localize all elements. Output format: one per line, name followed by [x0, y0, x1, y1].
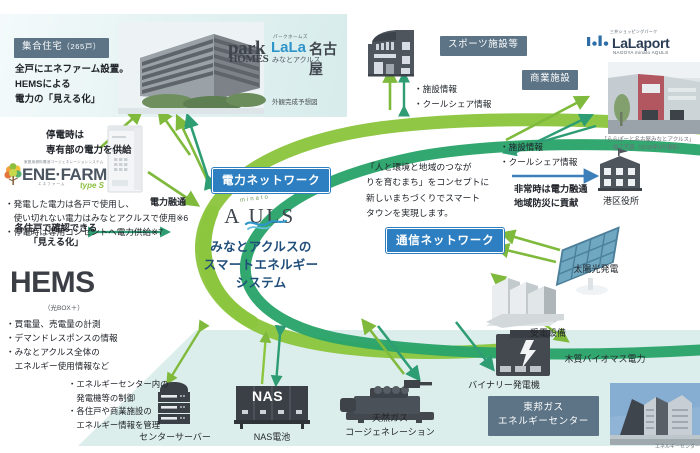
power-receiving-label: 受電設備: [529, 328, 566, 338]
park-homes-logo-lala: LaLa: [271, 39, 307, 56]
energy-center-badge: 東邦ガス エネルギーセンター: [488, 396, 599, 436]
gas-cogeneration-label: 天然ガス コージェネレーション: [345, 413, 435, 437]
solar-power-icon: [555, 226, 620, 295]
energy-center-photo-caption: エネルギーセンター: [654, 444, 700, 450]
ene-farm-logo-type: type S: [80, 181, 105, 190]
hems-title: HEMS: [10, 266, 95, 299]
concept-text: 「人と環境と地域のつなが りを育むまち」をコンセプトに 新しいまちづくりでスマー…: [366, 162, 490, 219]
park-homes-logo-nagoya: 名古屋: [309, 41, 337, 77]
power-network-badge: 電力ネットワーク: [212, 168, 331, 193]
energy-center-photo: [610, 383, 700, 445]
power-share-label: 電力融通: [150, 197, 187, 207]
enefarm-heading: 停電時は 専有部の電力を供給: [46, 130, 132, 157]
park-homes-logo-park: park: [228, 38, 266, 59]
lalaport-logo-top: 三井ショッピングパーク: [610, 29, 658, 34]
nas-battery-label: NAS電池: [253, 432, 291, 442]
sports-facility-badge: スポーツ施設等: [440, 36, 527, 56]
enefarm-bullets: ・発電した電力は各戸で使用し、 使い切れない電力はみなとアクルスで使用※6 ・停…: [5, 199, 189, 237]
lalaport-logo-word: LaLaport: [612, 35, 670, 51]
sports-facility-bullets: ・施設情報 ・クールシェア情報: [414, 84, 492, 109]
ene-farm-logo-subtitle: 家庭用燃料電池コージェネレーションシステム: [24, 160, 104, 164]
park-homes-logo: パークホームズ park HOMES LaLa 名古屋 みなとアクルス: [228, 33, 340, 77]
nas-battery-wordmark: NAS: [252, 388, 284, 404]
lalaport-photo-caption: 「ららぽーと名古屋みなとアクルス」 竣工写真（2018年9月撮影）: [601, 137, 695, 152]
lalaport-logo-sub: NAGOYA minato AQULS: [613, 50, 669, 55]
sports-facility-icon: [368, 30, 414, 77]
park-homes-logo-homes: HOMES: [229, 53, 269, 65]
lalaport-logo-mark-icon: [587, 35, 609, 46]
ene-farm-logo: 家庭用燃料電池コージェネレーションシステム ENE·FARM エネファーム ty…: [4, 160, 112, 192]
lalaport-logo: 三井ショッピングパーク LaLaport NAGOYA minato AQULS: [586, 29, 690, 59]
power-receiving-icon: [486, 278, 564, 328]
aquls-logo: minato A ULS: [204, 194, 316, 236]
housing-badge: 集合住宅（265戸）: [14, 38, 110, 58]
binary-generator-icon: [496, 330, 550, 376]
biomass-power-label: 木質バイオマス電力: [564, 354, 646, 364]
aquls-logo-wave-icon: [244, 219, 288, 230]
nas-battery-icon: [234, 386, 310, 429]
center-server-icon: [158, 382, 190, 424]
lalaport-photo: [608, 62, 700, 134]
enefarm-unit-icon: [107, 125, 143, 193]
center-server-label: センターサーバー: [139, 432, 211, 442]
housing-photo-caption: 外観完成予想図: [272, 99, 318, 106]
ward-office-icon: [598, 148, 642, 191]
hems-heading: 各住戸で確認できる 「見える化」: [14, 223, 98, 247]
ward-office-label: 港区役所: [602, 196, 639, 206]
binary-generator-label: バイナリー発電機: [468, 380, 540, 390]
aquls-logo-minato: minato: [239, 194, 271, 204]
park-homes-logo-ruby: パークホームズ: [273, 34, 308, 39]
park-homes-photo: [118, 22, 266, 114]
comm-network-badge: 通信ネットワーク: [386, 228, 505, 253]
hems-bullets: ・買電量、売電量の計測 ・デマンドレスポンスの情報 ・みなとアクルス全体の エネ…: [6, 319, 118, 371]
solar-power-label: 太陽光発電: [573, 264, 619, 274]
aquls-system-title: みなとアクルスの スマートエネルギー システム: [203, 240, 319, 291]
ward-office-text: 非常時は電力融通 地域防災に貢献: [514, 184, 588, 209]
commercial-facility-bullets: ・施設情報 ・クールシェア情報: [500, 142, 578, 167]
center-server-bullets: ・エネルギーセンター内の 発電機等の制御 ・各住戸や商業施設の エネルギー情報を…: [68, 379, 169, 430]
hems-subtitle: （光BOX＋）: [44, 305, 84, 312]
ene-farm-logo-word: ENE·FARM: [22, 165, 107, 184]
park-homes-logo-minato: みなとアクルス: [272, 57, 321, 64]
ene-farm-tree-icon: [4, 163, 22, 185]
gas-cogeneration-icon: [340, 380, 434, 423]
ene-farm-logo-jp: エネファーム: [38, 182, 66, 186]
commercial-facility-badge: 商業施設: [522, 70, 579, 90]
housing-description: 全戸にエネファーム設置。 HEMSによる 電力の「見える化」: [15, 64, 129, 106]
